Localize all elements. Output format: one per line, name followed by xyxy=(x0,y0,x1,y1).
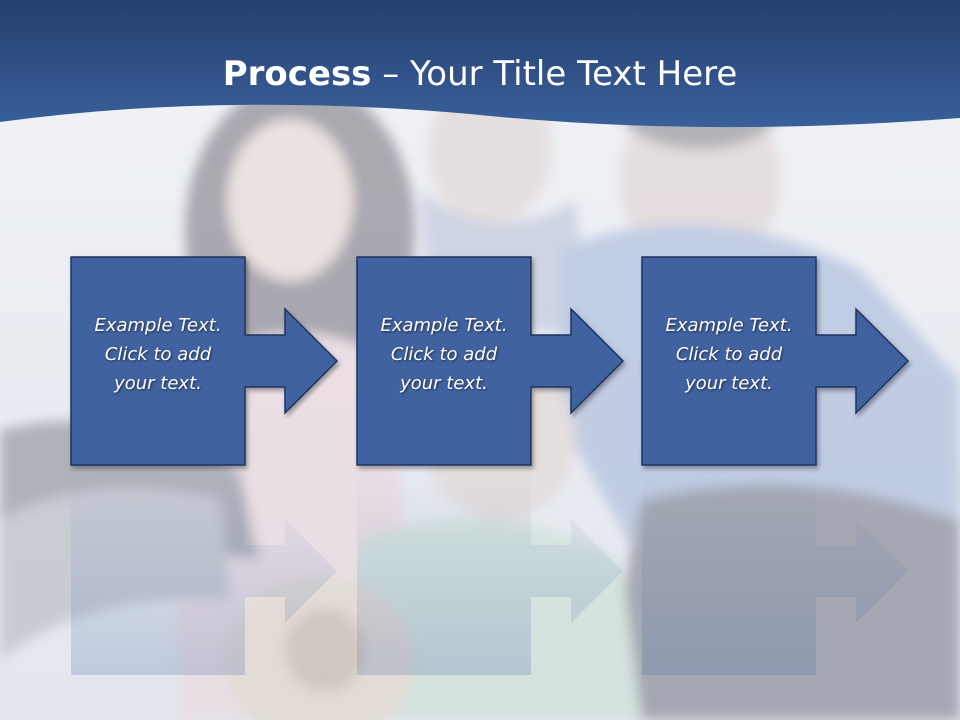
step-1-text[interactable]: Example Text. Click to add your text. xyxy=(71,311,245,398)
step-2-line-1: Example Text. xyxy=(380,315,508,336)
step-1-reflection xyxy=(71,467,337,675)
step-3-line-2: Click to add xyxy=(675,344,783,365)
step-2-text[interactable]: Example Text. Click to add your text. xyxy=(357,311,531,398)
step-1-line-1: Example Text. xyxy=(94,315,222,336)
title-rest: – Your Title Text Here xyxy=(371,54,738,94)
header-band xyxy=(0,0,960,128)
step-1-arrow-box[interactable] xyxy=(70,256,339,466)
step-2-line-3: your text. xyxy=(400,373,488,394)
title-bold: Process xyxy=(222,54,372,94)
step-1-line-3: your text. xyxy=(114,373,202,394)
step-2-line-2: Click to add xyxy=(390,344,498,365)
step-3-text[interactable]: Example Text. Click to add your text. xyxy=(642,311,816,398)
step-3-arrow-box[interactable] xyxy=(641,256,910,466)
step-2-arrow-box[interactable] xyxy=(356,256,625,466)
step-2-reflection xyxy=(357,467,623,675)
step-1-line-2: Click to add xyxy=(104,344,212,365)
slide-title[interactable]: Process – Your Title Text Here xyxy=(0,52,960,96)
step-3-line-3: your text. xyxy=(685,373,773,394)
step-3-reflection xyxy=(642,467,908,675)
step-3-line-1: Example Text. xyxy=(665,315,793,336)
